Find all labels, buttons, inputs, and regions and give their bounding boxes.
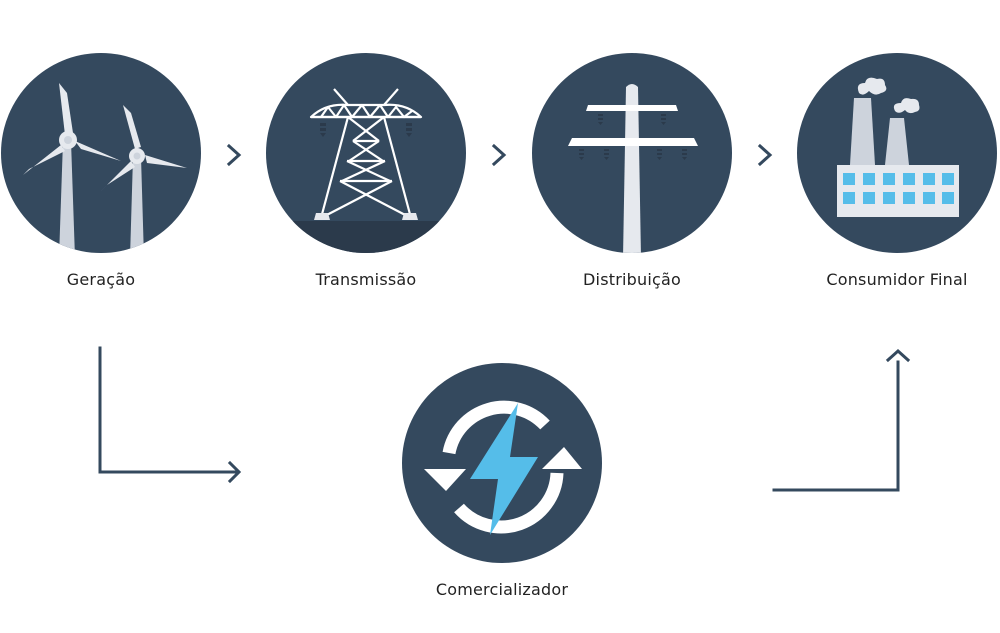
node-label: Geração bbox=[66, 270, 136, 289]
utility-pole-icon bbox=[532, 53, 732, 253]
transmission-tower-icon bbox=[266, 53, 466, 253]
node-label: Distribuição bbox=[583, 270, 681, 289]
chevron-right-icon bbox=[226, 143, 242, 167]
wind-turbine-icon bbox=[1, 53, 201, 253]
node-label: Transmissão bbox=[315, 270, 417, 289]
energy-exchange-icon bbox=[402, 363, 602, 563]
node-comercializador bbox=[402, 363, 602, 563]
elbow-arrow-up-icon bbox=[772, 360, 900, 492]
node-consumidor-final bbox=[797, 53, 997, 253]
node-label: Comercializador bbox=[435, 580, 569, 599]
chevron-right-icon bbox=[757, 143, 773, 167]
factory-icon bbox=[797, 53, 997, 253]
node-distribuicao bbox=[532, 53, 732, 253]
node-geracao bbox=[1, 53, 201, 253]
chevron-right-icon bbox=[491, 143, 507, 167]
elbow-arrow-right-icon bbox=[98, 346, 239, 474]
node-label: Consumidor Final bbox=[826, 270, 968, 289]
node-transmissao bbox=[266, 53, 466, 253]
